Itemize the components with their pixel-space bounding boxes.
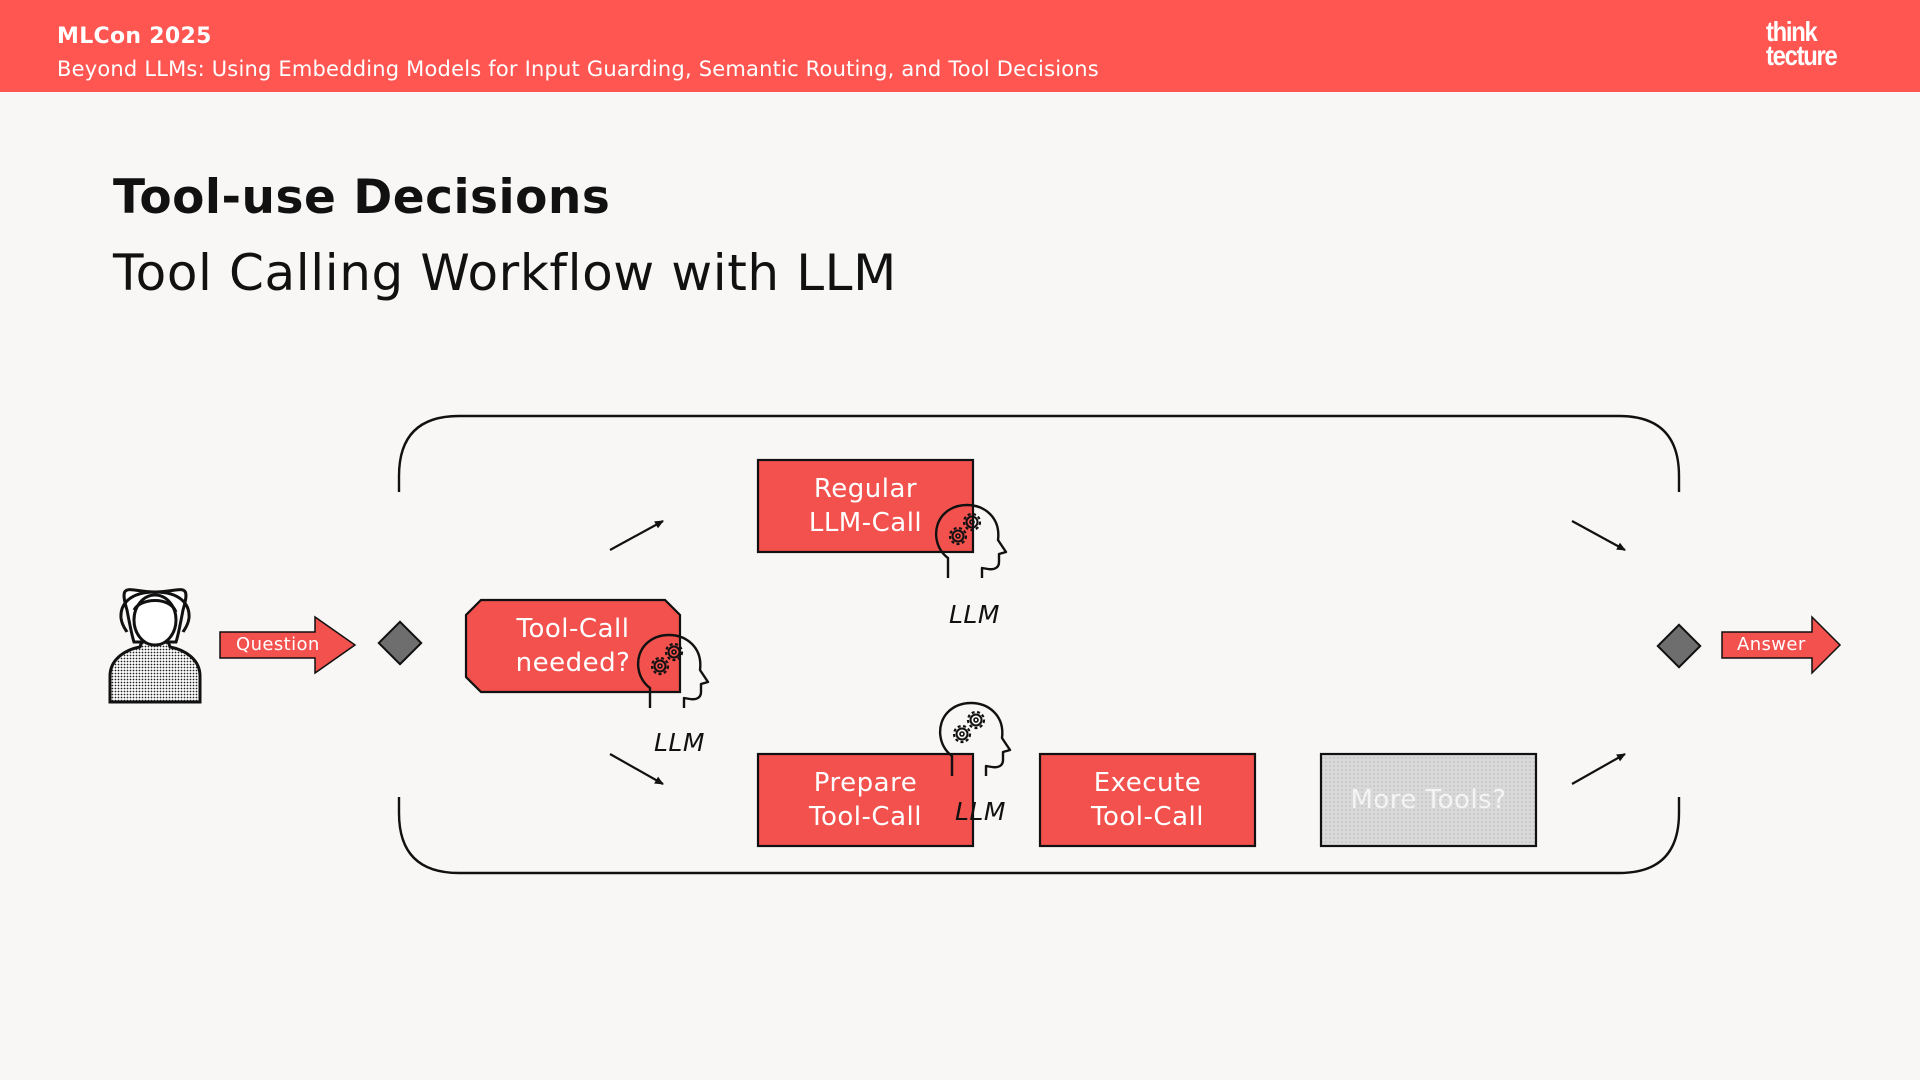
question-arrow xyxy=(219,615,357,675)
more-tools-box xyxy=(1319,752,1538,848)
thinktecture-logo: think tecture xyxy=(1766,16,1838,71)
join-diamond-icon xyxy=(1656,623,1702,669)
slide-header: MLCon 2025 Beyond LLMs: Using Embedding … xyxy=(0,0,1920,92)
loop-path-top xyxy=(397,414,1681,492)
more-tools-text: More Tools? xyxy=(1350,785,1507,815)
user-icon xyxy=(108,588,202,704)
llm-label-regular: LLM xyxy=(949,600,1000,629)
regular-llm-call-text: Regular LLM-Call xyxy=(808,474,923,538)
prepare-tool-call-text: Prepare Tool-Call xyxy=(809,768,922,832)
tool-call-needed-text: Tool-Call needed? xyxy=(515,614,631,678)
slide-title: Tool-use Decisions xyxy=(113,170,611,225)
prepare-tool-call-box xyxy=(756,752,975,848)
decision-diamond-icon xyxy=(377,620,423,666)
tool-call-needed-box xyxy=(464,598,682,694)
question-label: Question xyxy=(236,634,320,655)
answer-arrow xyxy=(1721,615,1842,675)
answer-label: Answer xyxy=(1737,634,1806,655)
event-name: MLCon 2025 xyxy=(57,24,212,49)
execute-tool-call-box xyxy=(1038,752,1257,848)
execute-tool-call-text: Execute Tool-Call xyxy=(1091,768,1204,832)
loop-path-bottom xyxy=(397,797,1681,875)
slide-subtitle: Tool Calling Workflow with LLM xyxy=(113,244,897,302)
llm-label-decision: LLM xyxy=(654,728,705,757)
llm-label-prepare: LLM xyxy=(955,797,1006,826)
talk-title: Beyond LLMs: Using Embedding Models for … xyxy=(57,57,1099,81)
